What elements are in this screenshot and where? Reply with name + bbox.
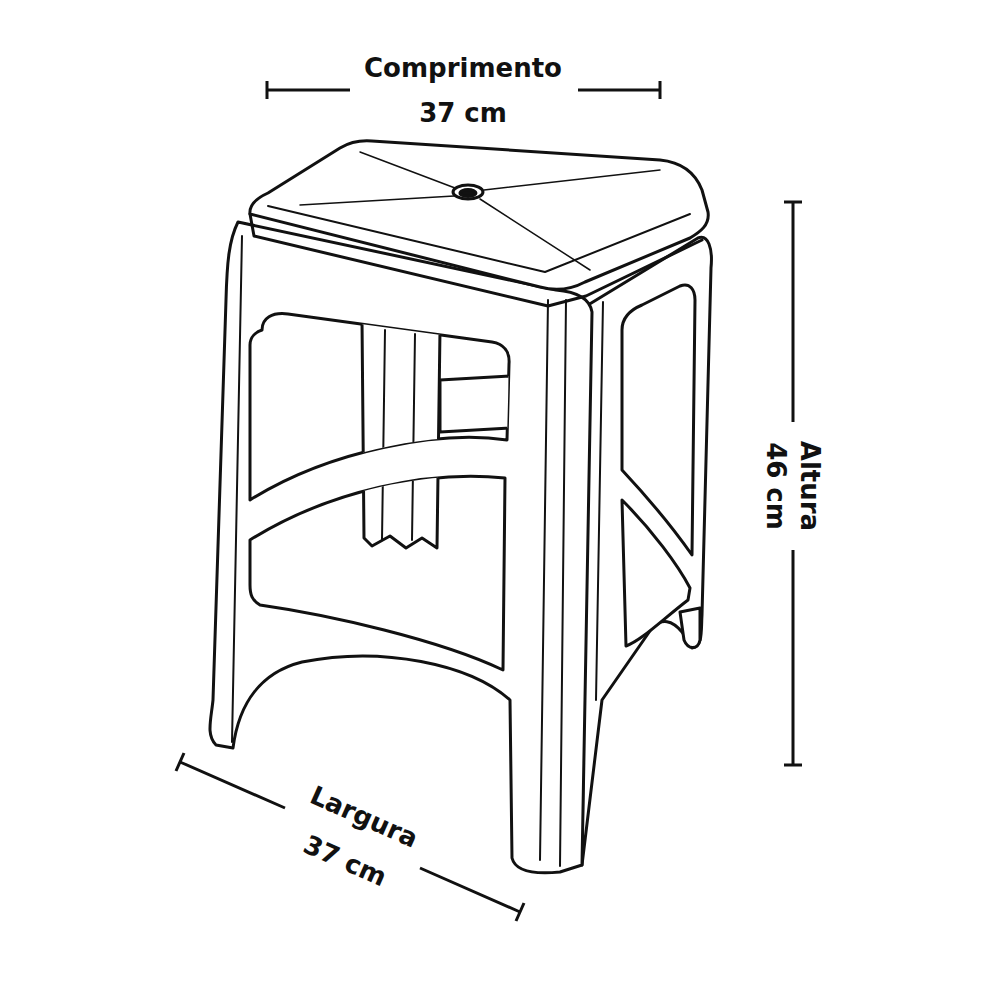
stool-side-face <box>582 237 711 865</box>
stool-foot <box>680 608 700 648</box>
far-stretcher <box>440 376 510 432</box>
dimension-label: Altura <box>796 439 825 533</box>
dimension-label: 46 cm <box>762 440 791 532</box>
seat-rib <box>300 152 660 270</box>
stool-seat <box>250 141 708 290</box>
leg-rib <box>232 236 603 866</box>
seat-hole <box>453 185 483 199</box>
far-leg-rib <box>382 330 415 540</box>
far-leg <box>362 320 440 548</box>
dimension-label: Comprimento <box>362 54 564 83</box>
dimension-line <box>176 753 524 921</box>
seat-rim-line <box>268 206 690 272</box>
far-stretcher-arch <box>437 454 510 470</box>
dimension-line <box>267 81 660 99</box>
dimension-label: 37 cm <box>417 99 509 128</box>
seat-rim <box>250 214 702 306</box>
side-window-lower <box>622 500 690 646</box>
stool-front-face <box>210 222 592 873</box>
seat-hole-inner <box>460 190 476 197</box>
